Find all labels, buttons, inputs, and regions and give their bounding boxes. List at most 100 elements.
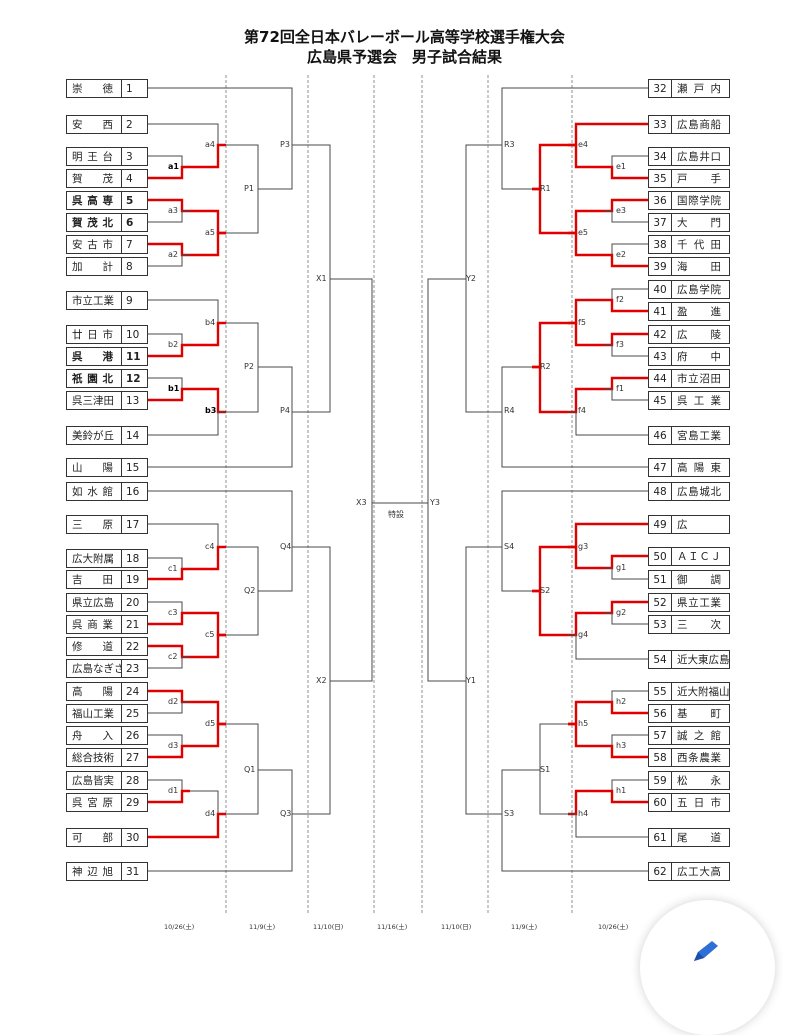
- team-name: 祇園北: [72, 373, 113, 385]
- winner-path: [568, 231, 604, 257]
- team-name: 修道: [72, 641, 113, 653]
- bracket-line: [604, 288, 648, 301]
- match-label-d5: d5: [205, 719, 216, 728]
- team-number: 17: [121, 516, 147, 533]
- team-number: 44: [649, 370, 672, 387]
- team-number: 8: [121, 258, 147, 275]
- match-label-x1: X1: [316, 274, 327, 283]
- winner-path: [148, 567, 190, 581]
- bracket-line: [300, 144, 340, 280]
- bracket-line: [148, 656, 190, 669]
- final-venue-label: 特設: [388, 510, 404, 519]
- winner-path: [148, 812, 226, 839]
- bracket-line: [340, 503, 373, 682]
- team-number: 37: [649, 214, 672, 231]
- team-name: 高陽東: [677, 462, 721, 474]
- team-number: 6: [121, 214, 147, 231]
- team-number: 54: [649, 651, 672, 668]
- bracket-line: [604, 344, 648, 357]
- team-number: 55: [649, 683, 672, 700]
- match-label-f4: f4: [578, 406, 586, 415]
- bracket-line: [604, 210, 648, 223]
- match-label-a5: a5: [205, 228, 215, 237]
- team-name: 広島井口: [677, 151, 721, 163]
- bracket-line: [148, 701, 190, 714]
- team-name: 広島皆実: [72, 775, 114, 787]
- winner-path: [148, 387, 190, 402]
- team-name: 盈進: [677, 306, 721, 318]
- match-label-g4: g4: [578, 630, 589, 639]
- team-number: 12: [121, 370, 147, 387]
- match-label-s3: S3: [504, 809, 515, 818]
- match-label-x2: X2: [316, 676, 327, 685]
- team-name: 市立沼田: [677, 373, 721, 385]
- winner-path: [604, 165, 648, 180]
- bracket-line: [226, 366, 266, 413]
- winner-path: [604, 744, 648, 759]
- bracket-line: [604, 388, 648, 401]
- bracket-line: [300, 546, 340, 682]
- match-label-q4: Q4: [280, 542, 292, 551]
- team-number: 33: [649, 116, 672, 133]
- team-name: 三次: [677, 619, 721, 631]
- team-name: 国際学院: [677, 195, 721, 207]
- team-name: 賀茂: [72, 173, 113, 185]
- match-label-p1: P1: [244, 184, 254, 193]
- round-date: 11/16(土): [377, 923, 408, 931]
- team-number: 62: [649, 863, 672, 880]
- team-name: 福山工業: [72, 708, 114, 720]
- team-name: 尾道: [677, 832, 721, 844]
- match-label-s4: S4: [504, 542, 515, 551]
- team-number: 60: [649, 794, 672, 811]
- winner-path: [568, 387, 604, 414]
- team-number: 52: [649, 594, 672, 611]
- match-label-c1: c1: [168, 564, 178, 573]
- bracket-line: [148, 210, 190, 223]
- team-name: 明王台: [72, 151, 113, 163]
- match-label-p4: P4: [280, 406, 290, 415]
- match-label-b2: b2: [168, 340, 179, 349]
- team-number: 30: [121, 829, 147, 846]
- team-name: 美鈴が丘: [72, 430, 114, 442]
- edit-button[interactable]: [640, 900, 775, 1035]
- team-number: 29: [121, 794, 147, 811]
- winner-path: [604, 253, 648, 268]
- team-number: 27: [121, 749, 147, 766]
- winner-path: [604, 376, 648, 391]
- team-number: 61: [649, 829, 672, 846]
- team-number: 4: [121, 170, 147, 187]
- winner-path: [568, 298, 604, 325]
- match-label-a1: a1: [168, 162, 179, 171]
- team-number: 42: [649, 326, 672, 343]
- match-label-e4: e4: [578, 140, 589, 149]
- team-number: 41: [649, 303, 672, 320]
- bracket-line: [494, 769, 532, 815]
- team-name: 誠之館: [677, 730, 721, 742]
- team-name: 松永: [677, 775, 721, 787]
- team-name: 山陽: [72, 462, 113, 474]
- winner-path: [148, 611, 190, 626]
- team-name: 呉宮原: [72, 797, 113, 809]
- match-label-a3: a3: [168, 206, 178, 215]
- winner-path: [148, 789, 190, 804]
- round-date: 11/9(土): [249, 923, 276, 931]
- bracket-lines: [148, 75, 648, 915]
- team-name: 御調: [677, 574, 721, 586]
